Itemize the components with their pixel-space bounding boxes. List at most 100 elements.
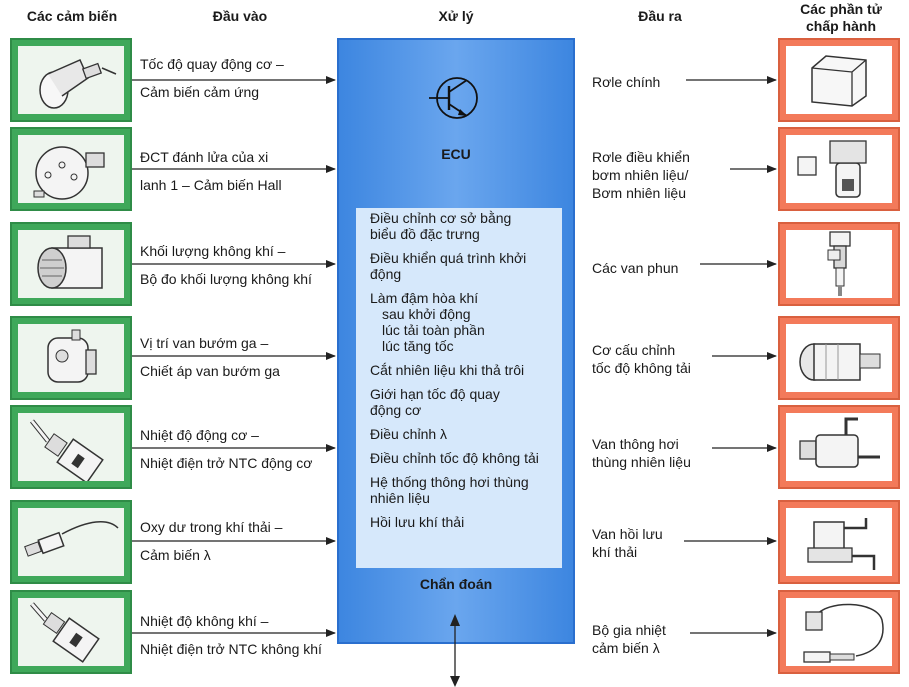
throttle-potentiometer-icon — [47, 329, 97, 383]
sensor-box-hall — [10, 127, 132, 211]
sensor-box-coolant — [10, 405, 132, 489]
input-line1: Oxy dư trong khí thải – — [140, 519, 283, 535]
sensor-box-lambda — [10, 500, 132, 584]
input-line1: Nhiệt độ động cơ – — [140, 427, 259, 443]
fuel-pump-relay-icon — [797, 140, 867, 198]
output-label-main-relay: Rơle chính — [592, 73, 742, 91]
sensor-box-speed — [10, 38, 132, 122]
input-label-lambda: Oxy dư trong khí thải – Cảm biến λ — [140, 518, 340, 564]
egr-valve-icon — [807, 518, 876, 570]
input-line2: Bộ đo khối lượng không khí — [140, 271, 312, 287]
output-line: khí thải — [592, 544, 638, 560]
lambda-sensor-icon — [24, 521, 119, 557]
input-line2: Nhiệt điện trở NTC động cơ — [140, 455, 313, 471]
output-label-injectors: Các van phun — [592, 259, 742, 277]
ecu-function-line: Hệ thống thông hơi thùng — [370, 474, 529, 490]
output-line: bơm nhiên liệu/ — [592, 167, 689, 183]
input-line2: lanh 1 – Cảm biến Hall — [140, 177, 282, 193]
output-line: Bộ gia nhiệt — [592, 622, 666, 638]
ecu-function-subline: sau khởi động — [382, 306, 471, 322]
input-line2: Cảm biến λ — [140, 547, 211, 563]
output-label-idle-actuator: Cơ cấu chỉnh tốc độ không tải — [592, 341, 742, 377]
ecu-function-line: nhiên liệu — [370, 490, 430, 506]
injector-icon — [827, 231, 851, 296]
actuators-header-line2: chấp hành — [805, 18, 876, 34]
output-line: Van hồi lưu — [592, 526, 663, 542]
output-line: Bơm nhiên liệu — [592, 185, 687, 201]
coolant-temp-sensor-icon — [30, 419, 104, 484]
input-label-throttle: Vị trí van bướm ga – Chiết áp van bướm g… — [140, 334, 340, 380]
sensors-header: Các cảm biến — [26, 8, 118, 24]
diagnosis-arrow-down — [450, 676, 460, 687]
ecu-function-line: Giới hạn tốc độ quay — [370, 386, 500, 402]
ecu-function-line: Điều khiển quá trình khởi — [370, 250, 527, 266]
output-label-egr: Van hồi lưu khí thải — [592, 525, 742, 561]
actuator-box-tank-vent — [778, 405, 900, 489]
input-line1: Nhiệt độ không khí – — [140, 613, 269, 629]
speed-sensor-icon — [39, 59, 117, 109]
ecu-function-item: Hồi lưu khí thải — [370, 514, 562, 530]
output-line: Van thông hơi — [592, 436, 679, 452]
ecu-function-item: Điều chỉnh tốc độ không tải — [370, 450, 562, 466]
inputs-header: Đầu vào — [212, 8, 268, 24]
ecu-function-line: động cơ — [370, 402, 422, 418]
actuator-box-lambda-heater — [778, 590, 900, 674]
ecu-title: ECU — [441, 146, 471, 162]
output-line: thùng nhiên liệu — [592, 454, 691, 470]
ecu-function-line: Làm đậm hòa khí — [370, 290, 479, 306]
ecu-function-line: Điều chỉnh tốc độ không tải — [370, 450, 539, 466]
diagnosis-label: Chẩn đoán — [419, 576, 493, 592]
processing-header: Xử lý — [438, 8, 474, 24]
input-line1: ĐCT đánh lửa của xi — [140, 149, 269, 165]
input-line1: Tốc độ quay động cơ – — [140, 56, 284, 72]
output-line: Rơle chính — [592, 74, 661, 90]
air-mass-meter-icon — [37, 235, 103, 289]
ecu-function-line: Hồi lưu khí thải — [370, 514, 465, 530]
input-line1: Khối lượng không khí – — [140, 243, 286, 259]
sensor-box-air-temp — [10, 590, 132, 674]
diagnosis-arrow-up — [450, 614, 460, 626]
ecu-function-line: Cắt nhiên liệu khi thả trôi — [370, 362, 525, 378]
input-label-air-temp: Nhiệt độ không khí – Nhiệt điện trở NTC … — [140, 612, 340, 658]
ecu-function-subline: lúc tăng tốc — [382, 338, 454, 354]
output-label-tank-vent: Van thông hơi thùng nhiên liệu — [592, 435, 742, 471]
input-label-hall: ĐCT đánh lửa của xi lanh 1 – Cảm biến Ha… — [140, 148, 340, 194]
actuator-box-main-relay — [778, 38, 900, 122]
sensor-box-air-mass — [10, 222, 132, 306]
actuator-box-egr — [778, 500, 900, 584]
transistor-icon — [429, 77, 478, 119]
idle-actuator-icon — [799, 343, 881, 381]
main-relay-icon — [811, 55, 867, 107]
actuator-box-idle-actuator — [778, 316, 900, 400]
outputs-header: Đầu ra — [638, 8, 682, 24]
output-line: cảm biến λ — [592, 640, 660, 656]
actuator-box-fuel-pump — [778, 127, 900, 211]
air-temp-sensor-icon — [30, 602, 100, 663]
hall-sensor-icon — [33, 146, 105, 200]
input-label-coolant: Nhiệt độ động cơ – Nhiệt điện trở NTC độ… — [140, 426, 340, 472]
input-label-air-mass: Khối lượng không khí – Bộ đo khối lượng … — [140, 242, 340, 288]
input-line2: Cảm biến cảm ứng — [140, 84, 260, 100]
lambda-heater-icon — [803, 603, 884, 663]
input-line2: Nhiệt điện trở NTC không khí — [140, 641, 322, 657]
actuators-header: Các phần tử chấp hành — [780, 1, 902, 35]
output-line: Cơ cấu chỉnh — [592, 342, 676, 358]
sensor-box-throttle — [10, 316, 132, 400]
output-line: Các van phun — [592, 260, 679, 276]
ecu-function-line: động — [370, 266, 402, 282]
ecu-function-subline: lúc tải toàn phần — [382, 322, 485, 338]
input-line2: Chiết áp van bướm ga — [140, 363, 280, 379]
output-label-fuel-pump-relay: Rơle điều khiển bơm nhiên liệu/ Bơm nhiê… — [592, 148, 742, 202]
actuator-box-injector — [778, 222, 900, 306]
actuators-header-line1: Các phần tử — [800, 1, 882, 17]
ecu-function-line: biểu đồ đặc trưng — [370, 226, 480, 242]
ecu-function-item: Điều chỉnh λ — [370, 426, 562, 442]
ecu-function-line: Điều chỉnh cơ sở bằng — [370, 210, 512, 226]
